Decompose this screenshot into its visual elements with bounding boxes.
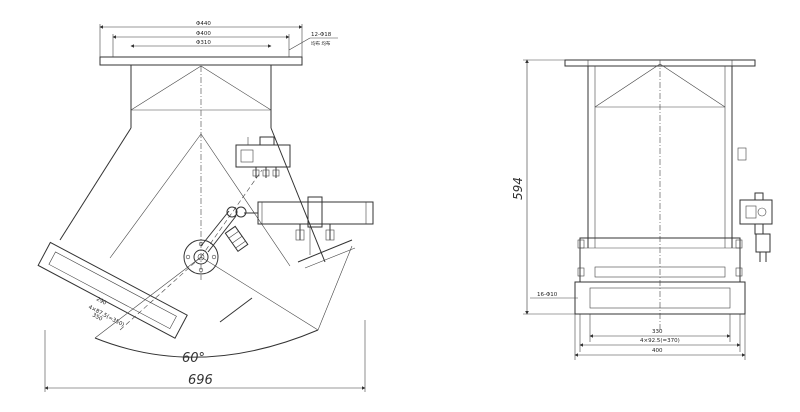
solenoid-valve	[235, 136, 291, 178]
branch-right-wall	[270, 127, 326, 263]
dim-mid-label: Φ400	[196, 31, 211, 37]
angle-arc	[94, 329, 319, 358]
branch-left-wall	[59, 127, 132, 241]
bottom-dim-3: 350	[91, 312, 104, 322]
height-label: 594	[511, 177, 525, 200]
air-cylinder	[244, 196, 374, 255]
bolt-note: 12-Φ18	[311, 32, 332, 38]
width-label: 696	[188, 373, 213, 388]
front-view: Φ440 Φ400 Φ310 12-Φ18 均布 均布 290 4×87.5(=…	[37, 21, 374, 392]
side-dim-2: 4×92.5(=370)	[640, 338, 680, 344]
limit-sensor	[224, 225, 249, 252]
angle-label: 60°	[182, 351, 205, 366]
side-view: 594 16-Φ10 330 4×92.5(=370) 400	[511, 59, 773, 360]
pivot-flange	[183, 239, 219, 275]
top-flange	[99, 56, 303, 66]
bottom-dim-1: 290	[95, 296, 108, 306]
side-dim-3: 400	[652, 348, 663, 354]
side-actuator	[737, 147, 773, 262]
left-outlet-flange	[37, 241, 188, 339]
dim-inner-label: Φ310	[196, 40, 211, 46]
lever-arm	[200, 210, 230, 247]
bolt-note-2: 均布 均布	[311, 40, 331, 47]
side-dim-1: 330	[652, 329, 663, 335]
hole-note: 16-Φ10	[537, 292, 558, 298]
dim-outer-label: Φ440	[196, 21, 211, 27]
hatched-section	[594, 266, 726, 278]
